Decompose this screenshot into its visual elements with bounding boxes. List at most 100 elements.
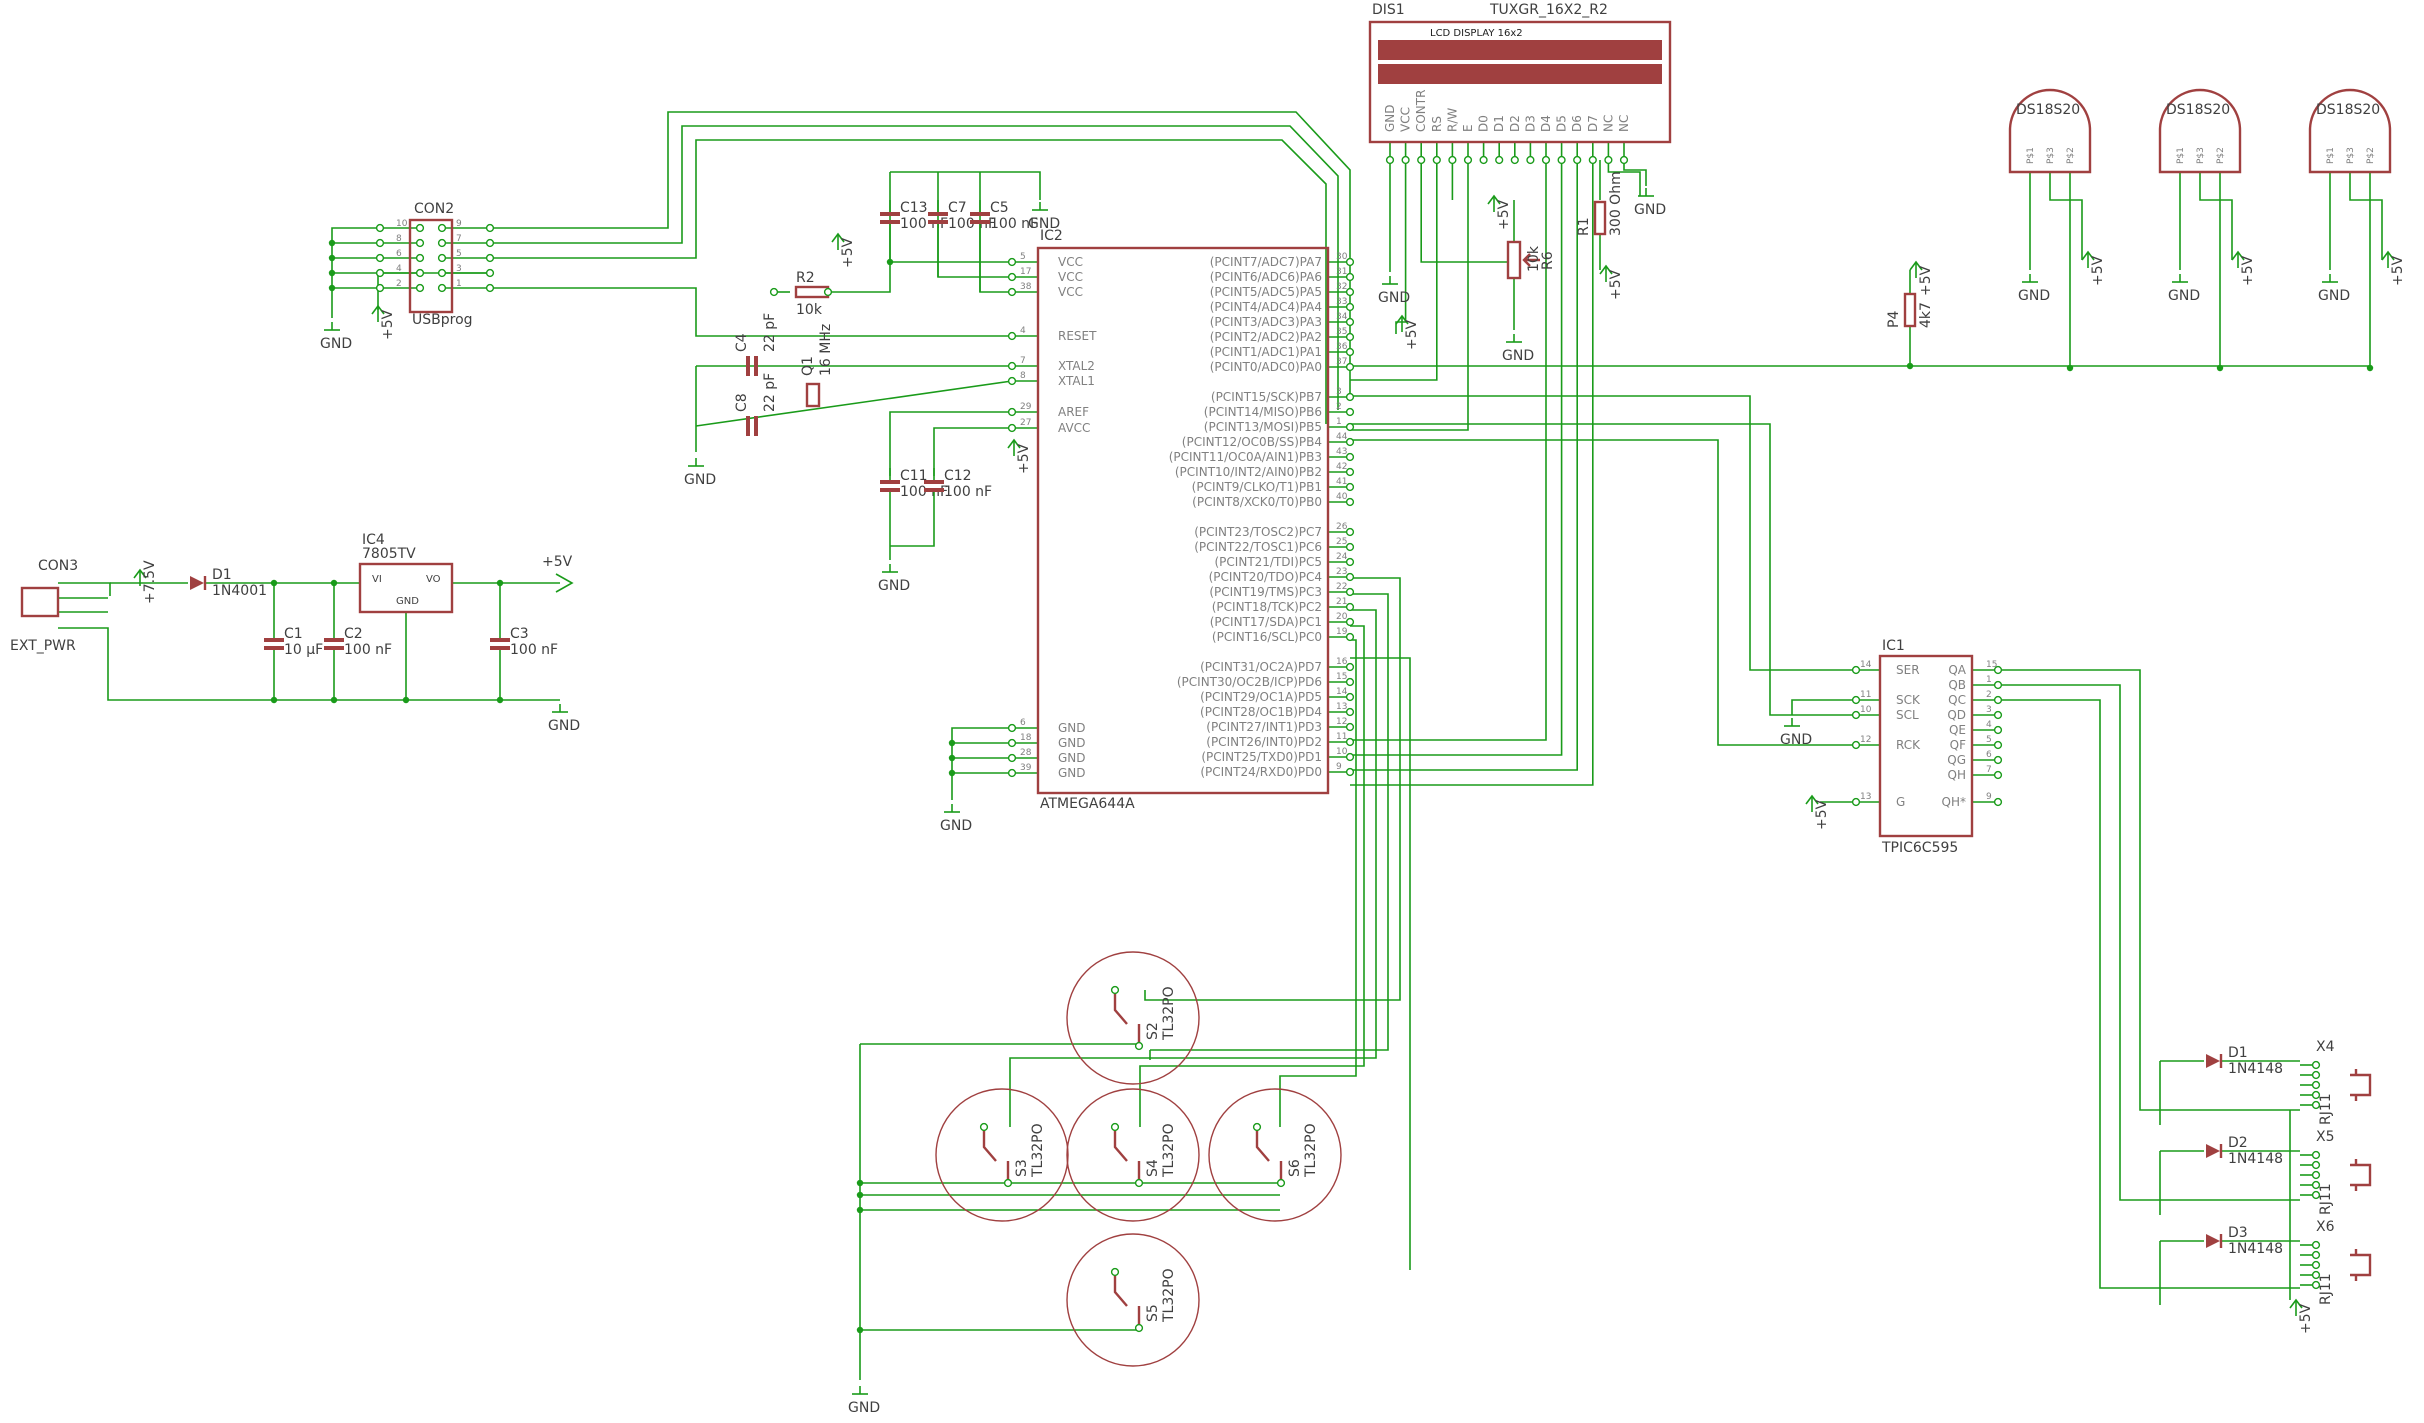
jack-gnd-wire [58, 627, 560, 701]
mcu-right-pin-label: (PCINT0/ADC0)PA0 [1210, 360, 1322, 374]
mcu-right-pin-label: (PCINT12/OC0B/SS)PB4 [1182, 435, 1322, 449]
power-jack-body [20, 586, 60, 618]
pin-pad [1510, 155, 1519, 165]
rj11-ref: X5 [2316, 1129, 2335, 1145]
mcu-right-pin-number: 33 [1336, 297, 1347, 307]
pin-pad [1345, 407, 1355, 417]
switch-wire [1009, 609, 1377, 1127]
pin-pad [1276, 1178, 1286, 1188]
jack-vcc: +5V [2289, 1298, 2314, 1334]
usb-bus-wire [490, 111, 1351, 396]
avcc-wire [933, 427, 1012, 476]
mcu-right-pin-number: 19 [1336, 627, 1348, 637]
diode-triangle [2206, 1234, 2220, 1248]
gnd-label: GND [940, 818, 972, 834]
cap-plate [324, 638, 344, 642]
pin-pad [1345, 272, 1355, 282]
gnd-label: GND [1780, 732, 1812, 748]
junction-dot [856, 1179, 864, 1187]
lcd-title: LCD DISPLAY 16x2 [1430, 28, 1523, 39]
pin-pad [2311, 1160, 2321, 1170]
pin-pad [1345, 662, 1355, 672]
sr-right-pin-label: QH* [1942, 795, 1966, 809]
mcu-right-pin-label: (PCINT31/OC2A)PD7 [1200, 660, 1322, 674]
pin-pad [1345, 632, 1355, 642]
pin-pad [437, 253, 447, 263]
pin-pad [1345, 347, 1355, 357]
r2-wire [828, 262, 891, 293]
sensor-gnd: GND [2018, 274, 2050, 304]
mcu-right-pin-number: 12 [1336, 717, 1347, 727]
voltage-regulator[interactable]: IC4 7805TV VI VO GND [358, 532, 454, 614]
power-jack[interactable]: CON3 EXT_PWR [10, 558, 78, 654]
pin-pad [415, 268, 425, 278]
pin-pad [1134, 1323, 1144, 1333]
lcd-pin-label: E [1461, 124, 1475, 132]
switch-contact [1113, 1272, 1141, 1328]
mcu-right-pin-number: 21 [1336, 597, 1347, 607]
lcd-pin-label: D7 [1586, 115, 1600, 132]
mcu[interactable]: IC2 ATMEGA644A VCC5VCC17VCC38RESET4XTAL2… [1020, 228, 1348, 812]
pin-pad [1526, 155, 1535, 165]
mcu-right-pin-label: (PCINT29/OC1A)PD5 [1200, 690, 1322, 704]
rck-wire [1350, 439, 1856, 746]
pin-pad [1479, 155, 1488, 165]
cap-plate [970, 220, 990, 224]
junction-dot [496, 696, 504, 704]
vcc-label: +5V [2240, 255, 2256, 286]
rj11-body [2350, 1069, 2372, 1101]
gnd-label: GND [1028, 216, 1060, 232]
switch-contact [1255, 1127, 1283, 1183]
pin-pad [1993, 665, 2003, 675]
mcu-right-pin-label: (PCINT20/TDO)PC4 [1209, 570, 1322, 584]
sensor-pin: P$2 [2216, 147, 2226, 164]
sensor-pin: P$3 [2196, 147, 2206, 164]
mcu-right-pin-label: (PCINT9/CLKO/T1)PB1 [1192, 480, 1322, 494]
pin-pad [1007, 768, 1017, 778]
cap-value: 100 nF [944, 484, 992, 500]
pin-pad [2311, 1250, 2321, 1260]
vin-label: +7.5V [133, 560, 158, 604]
vcc-label: +5V [1918, 265, 1934, 296]
junction-dot [328, 254, 336, 262]
sr-left-pin-label: SER [1896, 663, 1920, 677]
shift-register-part: TPIC6C595 [1881, 840, 1958, 856]
pin-pad [1345, 542, 1355, 552]
pin-pad [1345, 602, 1355, 612]
pin-pad [1851, 740, 1861, 750]
pin-pad [2311, 1260, 2321, 1270]
sr-right-pin-number: 9 [1986, 792, 1992, 802]
resistor-body [794, 285, 830, 299]
sensor-pin: P$1 [2026, 147, 2036, 164]
pin-pad [485, 268, 495, 278]
pin-pad [1573, 155, 1582, 165]
pin-pad [485, 253, 495, 263]
mcu-right-pin-number: 2 [1336, 402, 1342, 412]
lcd-vcc-wire [1395, 160, 1407, 334]
pin-pad [1007, 376, 1017, 386]
crystal-ref: Q1 [800, 356, 816, 376]
junction-dot [328, 284, 336, 292]
mcu-right-pin-number: 14 [1336, 687, 1348, 697]
mcu-right-pin-label: (PCINT17/SDA)PC1 [1210, 615, 1322, 629]
mcu-gnd-wire [951, 727, 1012, 800]
vcc-label: +5V [2390, 255, 2406, 286]
mcu-right-pin-number: 26 [1336, 522, 1348, 532]
lcd-data-wire [1350, 160, 1594, 786]
pin-pad [1007, 423, 1017, 433]
analog-gnd: GND [878, 564, 910, 594]
mcu-left-pin-label: XTAL2 [1058, 359, 1095, 373]
usb-pin-number: 7 [456, 234, 462, 244]
cap-value: 100 nF [510, 642, 558, 658]
junction-dot [856, 1191, 864, 1199]
sensor-vcc-wire [2049, 172, 2083, 260]
switch-ref: S4 [1145, 1159, 1161, 1177]
lcd-vcc: +5V [1395, 314, 1420, 350]
pin-pad [1432, 155, 1441, 165]
